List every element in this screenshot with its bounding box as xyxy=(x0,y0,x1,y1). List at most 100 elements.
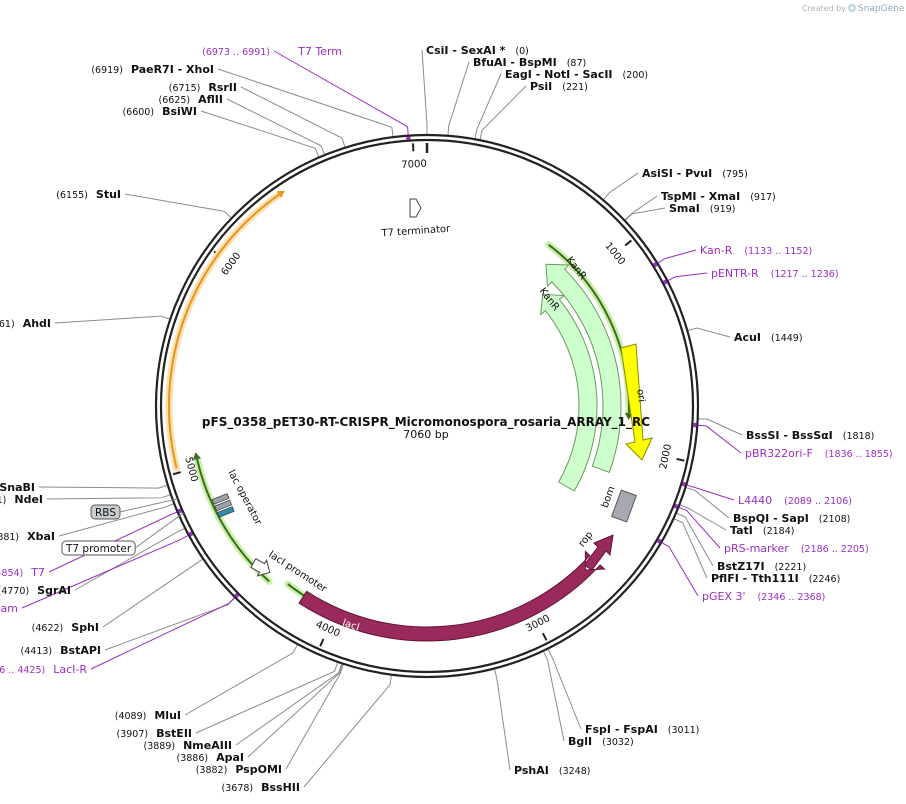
enzyme-site-xbai[interactable]: XbaI (4881) xyxy=(0,530,55,543)
enzyme-site-bsshii[interactable]: BssHII(3678) xyxy=(222,781,300,794)
enzyme-site-ahdi[interactable]: AhdI(5661) xyxy=(0,317,51,330)
enzyme-name: StuI xyxy=(96,188,121,201)
primer-site-t7primer[interactable]: T7(4835 .. 4854) xyxy=(0,566,45,579)
enzyme-name: PspOMI xyxy=(235,763,282,776)
enzyme-site-mlui[interactable]: MluI(4089) xyxy=(115,709,181,722)
enzyme-site-pflfi[interactable]: PflFI - Tth111I(2246) xyxy=(711,572,840,585)
plasmid-name: pFS_0358_pET30-RT-CRISPR_Micromonospora_… xyxy=(202,415,650,430)
enzyme-name: XbaI xyxy=(27,530,55,543)
primer-leader-laci-r xyxy=(90,593,239,670)
rop-label: rop xyxy=(577,530,596,550)
enzyme-site-bfuai[interactable]: BfuAI - BspMI(87) xyxy=(473,56,586,69)
enzyme-site-bstapi[interactable]: BstAPI(4413) xyxy=(21,644,101,657)
boxed-label-t7promoter[interactable]: T7 promoter xyxy=(61,540,136,556)
enzyme-position: (917) xyxy=(750,192,776,203)
primer-leader-kanr xyxy=(652,249,697,267)
enzyme-site-nmeaiii[interactable]: NmeAIII(3889) xyxy=(143,739,232,752)
enzyme-site-bgli[interactable]: BglI(3032) xyxy=(568,735,634,748)
enzyme-name: BstZ17I xyxy=(717,560,765,573)
orange-feature-arc[interactable] xyxy=(165,190,285,472)
box-leader xyxy=(119,498,178,513)
enzyme-site-aflii[interactable]: AflII(6625) xyxy=(159,93,223,106)
enzyme-leader-pshai xyxy=(493,668,511,771)
t7-terminator-feature[interactable]: T7 terminator xyxy=(380,198,451,240)
enzyme-site-tati[interactable]: TatI(2184) xyxy=(730,524,794,537)
primer-mark-pgex3 xyxy=(656,538,662,544)
primer-site-pgex3[interactable]: pGEX 3' (2346 .. 2368) xyxy=(702,590,825,603)
enzyme-position: (3886) xyxy=(177,753,209,764)
primer-site-pbr322ori[interactable]: pBR322ori-F(1836 .. 1855) xyxy=(745,447,893,460)
enzyme-site-asisi[interactable]: AsiSI - PvuI(795) xyxy=(642,167,748,180)
enzyme-position: (4921) xyxy=(0,495,6,506)
snapgene-credit[interactable]: Created by SnapGene xyxy=(802,4,905,14)
primer-site-prsmarker[interactable]: pRS-marker(2186 .. 2205) xyxy=(724,542,869,555)
enzyme-site-bspqi[interactable]: BspQI - SapI(2108) xyxy=(733,512,850,525)
enzyme-position: (6919) xyxy=(91,65,123,76)
primer-range: (2346 .. 2368) xyxy=(758,592,826,603)
enzyme-leader-asisi xyxy=(602,172,639,201)
enzyme-position: (2184) xyxy=(763,526,795,537)
enzyme-position: (4881) xyxy=(0,532,19,543)
primer-leader-pgex3 xyxy=(656,539,699,597)
enzyme-position: (1449) xyxy=(771,333,803,344)
primer-name: Kan-R xyxy=(700,244,733,257)
enzyme-site-snabi[interactable]: SnaBI(4962) xyxy=(0,481,35,494)
enzyme-position: (2246) xyxy=(809,574,841,585)
enzyme-name: SphI xyxy=(71,621,99,634)
lac-operator-label: lac operator xyxy=(225,468,264,527)
plasmid-backbone[interactable] xyxy=(154,133,700,679)
primer-site-pbrrevbam[interactable]: pBRrevBam(4728 .. 4747) xyxy=(0,602,18,615)
enzyme-site-csii[interactable]: CsiI - SexAI *(0) xyxy=(426,44,529,57)
enzyme-leader-xbai xyxy=(58,503,175,537)
boxed-label-rbs[interactable]: RBS xyxy=(90,504,121,520)
enzyme-leader-stui xyxy=(124,193,232,219)
ori-label: ori xyxy=(634,388,647,402)
primer-site-t7term[interactable]: T7 Term(6973 .. 6991) xyxy=(202,45,342,58)
primer-site-kanr[interactable]: Kan-R (1133 .. 1152) xyxy=(700,244,812,257)
enzyme-site-bsssi[interactable]: BssSI - BssSαI(1818) xyxy=(746,429,874,442)
enzyme-name: EagI - NotI - SacII xyxy=(505,68,613,81)
bom-feature[interactable]: bom xyxy=(600,485,637,523)
enzyme-site-pshai[interactable]: PshAI(3248) xyxy=(514,764,590,777)
enzyme-name: CsiI - SexAI * xyxy=(426,44,506,57)
primer-range: (1836 .. 1855) xyxy=(825,449,893,460)
enzyme-labels: CsiI - SexAI *(0)BfuAI - BspMI(87)EagI -… xyxy=(0,44,874,794)
laci-feature[interactable]: lacI xyxy=(298,550,606,642)
primer-range: (1133 .. 1152) xyxy=(744,246,812,257)
enzyme-name: FspI - FspAI xyxy=(585,723,658,736)
enzyme-site-sgrai[interactable]: SgrAI(4770) xyxy=(0,584,71,597)
enzyme-position: (3907) xyxy=(117,729,149,740)
enzyme-site-bsteii[interactable]: BstEII(3907) xyxy=(117,727,192,740)
enzyme-site-tspmi[interactable]: TspMI - XmaI(917) xyxy=(661,190,776,203)
enzyme-site-pspomi[interactable]: PspOMI(3882) xyxy=(196,763,282,776)
enzyme-site-acui[interactable]: AcuI(1449) xyxy=(734,331,803,344)
enzyme-site-smai[interactable]: SmaI(919) xyxy=(669,202,735,215)
enzyme-name: MluI xyxy=(154,709,181,722)
enzyme-site-bstz17i[interactable]: BstZ17I(2221) xyxy=(717,560,806,573)
enzyme-site-eagi[interactable]: EagI - NotI - SacII(200) xyxy=(505,68,648,81)
primer-name: T7 Term xyxy=(297,45,342,58)
tick-mark-2000 xyxy=(676,457,685,462)
enzyme-site-bsiwi[interactable]: BsiWI(6600) xyxy=(122,105,197,118)
primer-name: pGEX 3' xyxy=(702,590,746,603)
primer-site-laci-r[interactable]: LacI-R(4406 .. 4425) xyxy=(0,663,87,676)
t7-terminator-label: T7 terminator xyxy=(380,224,451,240)
primer-site-pentr[interactable]: pENTR-R(1217 .. 1236) xyxy=(711,267,839,280)
tick-mark-4000 xyxy=(319,638,325,647)
enzyme-leader-paer7i xyxy=(217,68,394,138)
enzyme-position: (919) xyxy=(710,204,736,215)
ori-feature[interactable]: ori xyxy=(620,343,653,461)
primer-mark-prsmarker xyxy=(673,503,679,509)
enzyme-site-ndei[interactable]: NdeI(4921) xyxy=(0,493,43,506)
enzyme-site-apai[interactable]: ApaI(3886) xyxy=(177,751,245,764)
enzyme-site-fspi[interactable]: FspI - FspAI(3011) xyxy=(585,723,699,736)
enzyme-leader-bgli xyxy=(542,650,565,742)
enzyme-site-sphi[interactable]: SphI(4622) xyxy=(32,621,99,634)
enzyme-site-rsrii[interactable]: RsrII(6715) xyxy=(169,81,237,94)
enzyme-site-psii[interactable]: PsiI(221) xyxy=(530,80,588,93)
enzyme-site-stui[interactable]: StuI(6155) xyxy=(56,188,121,201)
enzyme-name: BstAPI xyxy=(60,644,101,657)
primer-site-l4440[interactable]: L4440(2089 .. 2106) xyxy=(738,494,852,507)
enzyme-site-paer7i[interactable]: PaeR7I - XhoI(6919) xyxy=(91,63,214,76)
primer-leader-pentr xyxy=(662,272,708,284)
